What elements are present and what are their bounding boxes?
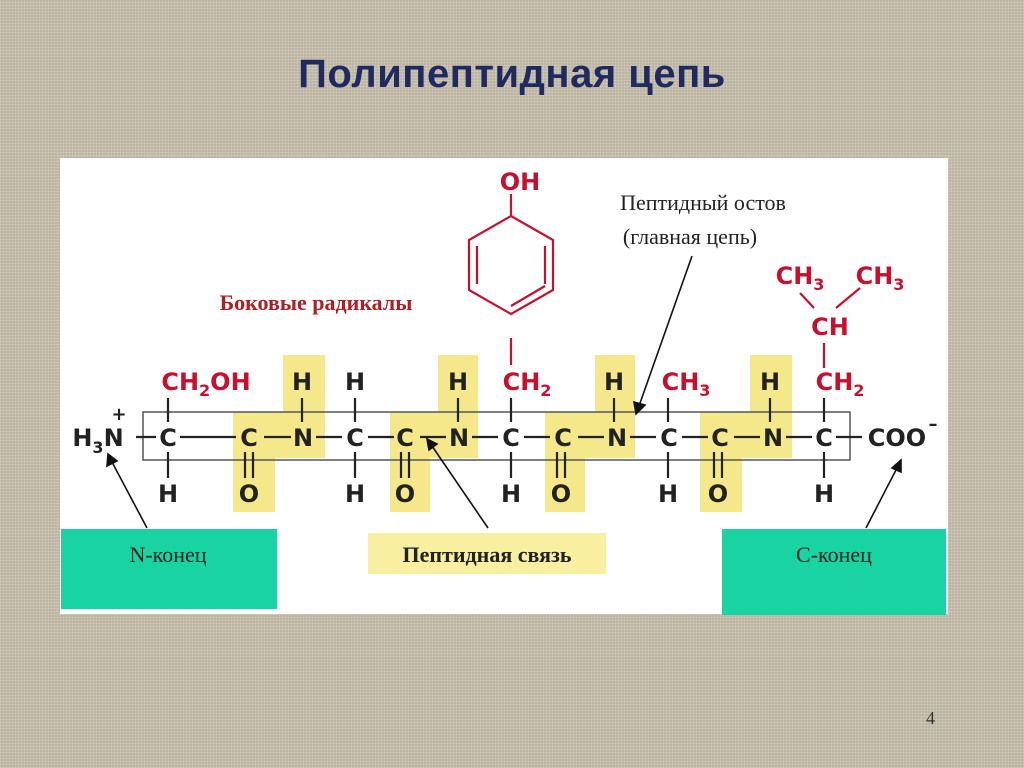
n-terminus-group: H3N: [72, 424, 123, 457]
amide-nitrogen-3: N: [607, 424, 627, 452]
leucine-ch3-right: CH3: [856, 262, 905, 294]
carbonyl-carbon-3: C: [554, 424, 572, 452]
carbonyl-carbon-2: C: [396, 424, 414, 452]
glycine-hydrogen: H: [345, 368, 365, 396]
tyrosine-ch2: CH2: [503, 368, 552, 400]
c-terminus-label: С-конец: [796, 542, 872, 567]
carbonyl-oxygen-4: O: [708, 480, 728, 508]
page-number: 4: [926, 708, 935, 728]
alpha-carbon-4: C: [660, 424, 678, 452]
amide-hydrogen-2: H: [448, 368, 468, 396]
n-terminus-box: [61, 529, 277, 609]
c-terminus-group: COO: [868, 424, 926, 452]
side-chain-bonds: [467, 194, 861, 422]
alpha-carbon-1: C: [159, 424, 177, 452]
c-terminus-box: [722, 529, 946, 615]
amide-nitrogen-2: N: [449, 424, 469, 452]
serine-side-chain: CH2OH: [161, 368, 250, 400]
alpha-hydrogen-4: H: [658, 480, 678, 508]
carbonyl-carbon-4: C: [711, 424, 729, 452]
amide-hydrogen-1: H: [292, 368, 312, 396]
carbonyl-oxygen-2: O: [395, 480, 415, 508]
backbone-atoms: H3N + C C N C C N C C N C C N C COO – H …: [72, 368, 937, 508]
carbonyl-oxygen-1: O: [239, 480, 259, 508]
leucine-ch2: CH2: [816, 368, 865, 400]
alpha-carbon-3: C: [502, 424, 520, 452]
peptide-bond-label: Пептидная связь: [403, 542, 572, 567]
side-radicals-label: Боковые радикалы: [220, 290, 413, 315]
tyrosine-oh: OH: [500, 168, 541, 196]
alpha-hydrogen-1: H: [158, 480, 178, 508]
n-terminus-label: N-конец: [129, 542, 206, 567]
n-terminus-charge: +: [111, 404, 126, 425]
pointer-arrows: [106, 255, 902, 529]
alpha-hydrogen-3: H: [501, 480, 521, 508]
leucine-ch: CH: [811, 313, 849, 341]
alpha-carbon-2: C: [346, 424, 364, 452]
c-terminus-charge: –: [929, 414, 938, 435]
amide-nitrogen-4: N: [763, 424, 783, 452]
peptide-highlight-1: [233, 355, 325, 512]
carbonyl-carbon-1: C: [240, 424, 258, 452]
amide-hydrogen-3: H: [604, 368, 624, 396]
leucine-ch3-left: CH3: [776, 262, 825, 294]
slide-title: Полипептидная цепь: [298, 52, 726, 96]
alpha-carbon-5: C: [815, 424, 833, 452]
side-chain-atoms: CH2OH CH2 OH CH3 CH2 CH CH3 CH3: [161, 168, 904, 400]
peptide-highlight-2: [390, 355, 478, 512]
alpha-hydrogen-5: H: [814, 480, 834, 508]
backbone-label-line1: Пептидный остов: [620, 190, 786, 215]
carbonyl-oxygen-3: O: [551, 480, 571, 508]
alanine-ch3: CH3: [662, 368, 711, 400]
backbone-bonds: [136, 398, 862, 478]
amide-nitrogen-1: N: [293, 424, 313, 452]
alpha-hydrogen-2: H: [345, 480, 365, 508]
peptide-highlight-3: [545, 355, 635, 512]
peptide-bond-box: [368, 533, 606, 574]
amide-hydrogen-4: H: [760, 368, 780, 396]
backbone-label-line2: (главная цепь): [623, 224, 757, 249]
